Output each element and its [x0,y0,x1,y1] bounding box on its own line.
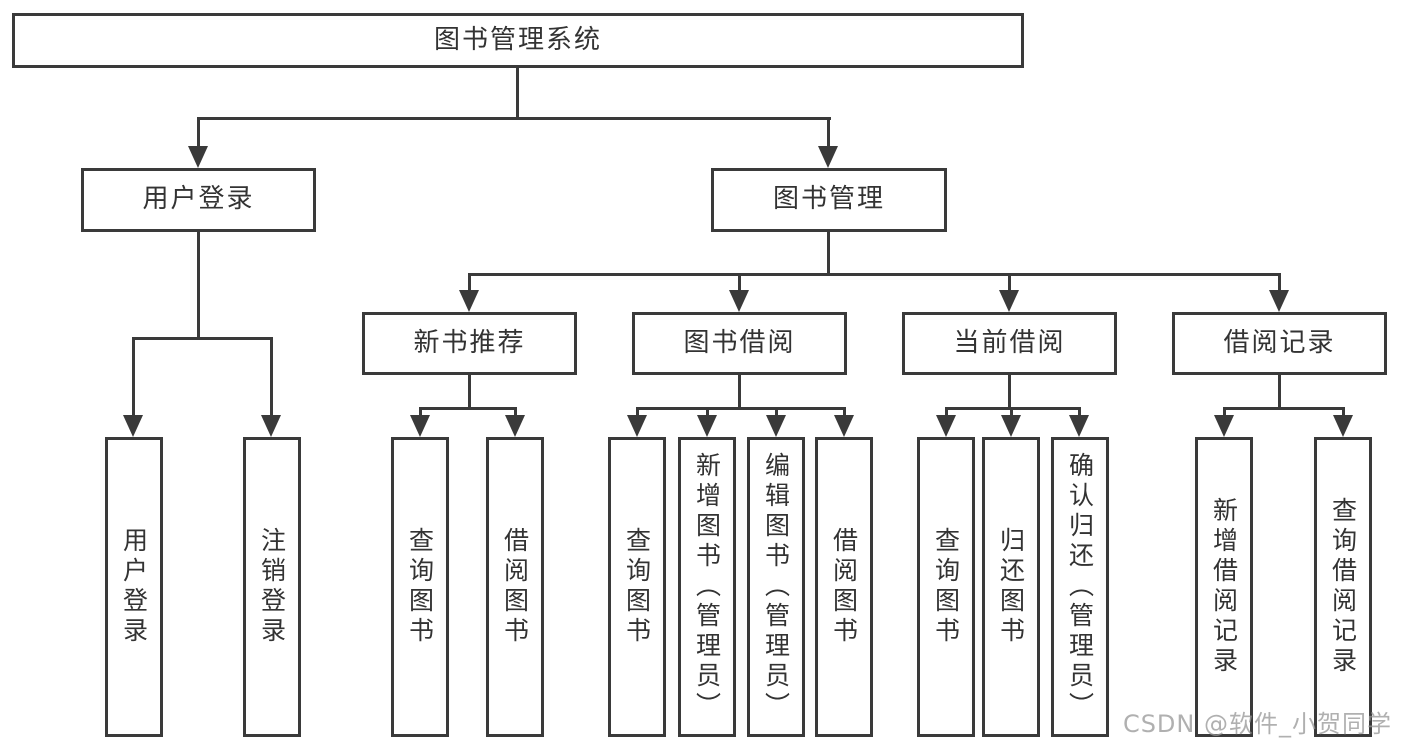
arrowhead-current-borrow [999,290,1019,312]
connector-leaf-stem-13 [1342,407,1345,419]
leaf-user-login-label: 用户登录 [119,527,149,647]
arrowhead-book-management [818,146,838,168]
connector-user-login-rail [132,337,273,340]
node-root: 图书管理系统 [12,13,1024,68]
connector-leaf-stem-2 [270,337,273,417]
arrowhead-leaf-query-recommend [410,415,430,437]
arrowhead-leaf-confirm-return [1069,415,1089,437]
arrowhead-leaf-user-login [123,415,143,437]
leaf-edit-books-admin: 编辑图书（管理员） [747,437,805,737]
connector-l3-stem-1 [468,273,471,292]
connector-l2-left-stem [197,117,200,148]
connector-root-stem [516,68,519,120]
connector-leaf-stem-7 [775,407,778,419]
arrowhead-leaf-return-books [1001,415,1021,437]
arrowhead-leaf-logout [261,415,281,437]
arrowhead-borrow-records [1269,290,1289,312]
arrowhead-book-borrow [729,290,749,312]
arrowhead-leaf-query-borrow [627,415,647,437]
connector-leaf-stem-12 [1223,407,1226,419]
connector-book-mgmt-stem [827,232,830,276]
leaf-edit-books-admin-label: 编辑图书（管理员） [761,452,791,722]
connector-l3-rail [468,273,1281,276]
leaf-add-books-admin: 新增图书（管理员） [678,437,736,737]
leaf-borrow-books: 借阅图书 [815,437,873,737]
connector-leaf-stem-10 [1010,407,1013,419]
node-current-borrow-label: 当前借阅 [953,327,1066,358]
arrowhead-leaf-edit-books [766,415,786,437]
connector-leaf-stem-9 [945,407,948,419]
connector-br-stem [1278,375,1281,410]
leaf-query-books-current-label: 查询图书 [931,527,961,647]
leaf-borrow-books-recommend: 借阅图书 [486,437,544,737]
connector-leaf-stem-4 [514,407,517,419]
leaf-query-books-recommend: 查询图书 [391,437,449,737]
arrowhead-leaf-borrow-recommend [505,415,525,437]
connector-user-login-stem [197,232,200,340]
node-new-book-recommend-label: 新书推荐 [413,327,526,358]
connector-cb-stem [1008,375,1011,410]
leaf-query-books-borrow: 查询图书 [608,437,666,737]
arrowhead-leaf-query-current [936,415,956,437]
connector-br-rail [1223,407,1344,410]
connector-leaf-stem-8 [843,407,846,419]
leaf-query-borrow-record: 查询借阅记录 [1314,437,1372,737]
node-user-login-label: 用户登录 [142,184,255,215]
arrowhead-leaf-query-record [1333,415,1353,437]
leaf-confirm-return-admin: 确认归还（管理员） [1051,437,1109,737]
connector-l2-right-stem [827,117,830,148]
arrowhead-leaf-borrow-books [834,415,854,437]
connector-leaf-stem-5 [636,407,639,419]
arrowhead-leaf-add-record [1214,415,1234,437]
leaf-add-borrow-record: 新增借阅记录 [1195,437,1253,737]
node-book-borrow-label: 图书借阅 [683,327,796,358]
connector-nbr-stem [468,375,471,410]
leaf-return-books: 归还图书 [982,437,1040,737]
node-borrow-records: 借阅记录 [1172,312,1387,375]
leaf-query-borrow-record-label: 查询借阅记录 [1328,497,1358,677]
connector-nbr-rail [419,407,517,410]
node-book-borrow: 图书借阅 [632,312,847,375]
leaf-add-books-admin-label: 新增图书（管理员） [692,452,722,722]
node-book-management-label: 图书管理 [772,184,885,215]
connector-l3-stem-2 [738,273,741,292]
node-current-borrow: 当前借阅 [902,312,1117,375]
node-borrow-records-label: 借阅记录 [1223,327,1336,358]
connector-l2-rail [197,117,831,120]
leaf-query-books-recommend-label: 查询图书 [405,527,435,647]
leaf-confirm-return-admin-label: 确认归还（管理员） [1065,452,1095,722]
arrowhead-leaf-add-books [697,415,717,437]
arrowhead-new-book-recommend [459,290,479,312]
leaf-logout-label: 注销登录 [257,527,287,647]
connector-bb-stem [738,375,741,410]
leaf-query-books-borrow-label: 查询图书 [622,527,652,647]
connector-leaf-stem-11 [1078,407,1081,419]
leaf-query-books-current: 查询图书 [917,437,975,737]
connector-leaf-stem-6 [706,407,709,419]
leaf-borrow-books-label: 借阅图书 [829,527,859,647]
leaf-add-borrow-record-label: 新增借阅记录 [1209,497,1239,677]
connector-l3-stem-3 [1008,273,1011,292]
arrowhead-user-login [188,146,208,168]
node-book-management: 图书管理 [711,168,947,232]
node-user-login: 用户登录 [81,168,316,232]
node-root-label: 图书管理系统 [433,24,602,55]
leaf-logout: 注销登录 [243,437,301,737]
connector-l3-stem-4 [1278,273,1281,292]
connector-leaf-stem-1 [132,337,135,417]
connector-bb-rail [636,407,845,410]
leaf-user-login: 用户登录 [105,437,163,737]
node-new-book-recommend: 新书推荐 [362,312,577,375]
connector-cb-rail [945,407,1081,410]
connector-leaf-stem-3 [419,407,422,419]
leaf-borrow-books-recommend-label: 借阅图书 [500,527,530,647]
leaf-return-books-label: 归还图书 [996,527,1026,647]
